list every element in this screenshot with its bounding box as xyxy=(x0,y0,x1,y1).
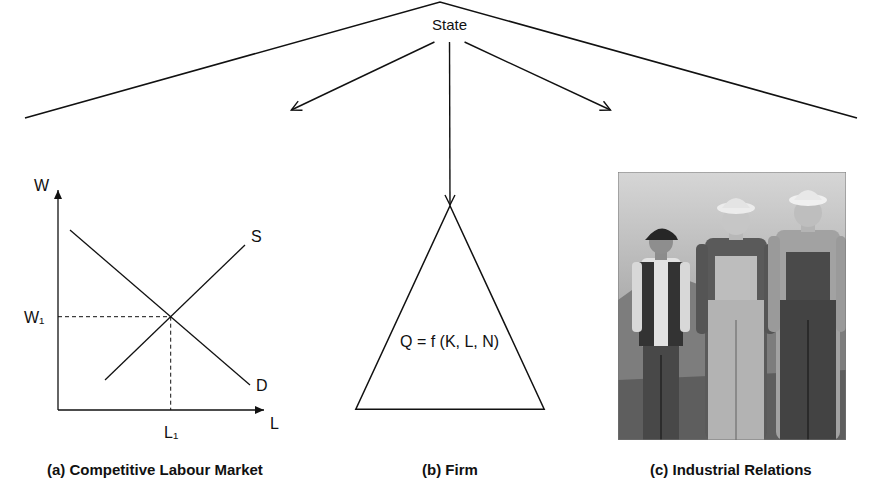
axis-label: W₁ xyxy=(24,308,45,327)
labour-guide xyxy=(170,317,171,410)
worker-figure xyxy=(768,190,846,440)
worker-figure xyxy=(768,236,780,332)
worker-figure xyxy=(645,228,678,240)
state-label: State xyxy=(432,16,467,34)
photo-frame xyxy=(618,172,846,440)
labour-market-panel: (a) Competitive Labour Market xyxy=(10,110,300,488)
panel-caption: (c) Industrial Relations xyxy=(650,461,812,479)
worker-figure xyxy=(696,198,776,440)
worker-figure xyxy=(786,252,830,304)
worker-figure xyxy=(836,236,846,332)
photo-ground xyxy=(618,172,846,440)
axis-label: S xyxy=(251,227,262,246)
worker-figure xyxy=(632,262,642,332)
firm-triangle: Q = f (K, L, N)(b) Firm xyxy=(355,205,545,410)
labour-axis xyxy=(58,409,264,410)
industrial-relations-panel: (c) Industrial Relations xyxy=(600,110,862,488)
panel-caption: (a) Competitive Labour Market xyxy=(47,461,263,479)
worker-figure xyxy=(780,300,836,440)
panel-caption: (b) Firm xyxy=(422,461,478,479)
worker-figure xyxy=(696,244,708,334)
demand-curve xyxy=(70,230,250,385)
influence-arrow xyxy=(449,42,451,205)
state-roof: State xyxy=(428,12,471,38)
influence-arrow xyxy=(291,42,434,110)
worker-figure xyxy=(680,262,690,332)
worker-figure xyxy=(735,320,737,440)
formula-text: Q = f (K, L, N) xyxy=(400,332,499,351)
worker-figure xyxy=(705,238,767,440)
supply-demand-chart xyxy=(58,190,264,410)
axis-label: L₁ xyxy=(164,423,178,442)
worker-figure xyxy=(708,300,764,440)
triangle-outline xyxy=(356,206,544,409)
worker-figure xyxy=(643,346,679,440)
worker-figure xyxy=(722,198,750,208)
worker-figure xyxy=(794,190,822,200)
worker-figure xyxy=(776,230,840,440)
wage-axis xyxy=(57,190,58,410)
workers-photo xyxy=(618,172,846,440)
axis-label: L xyxy=(270,414,279,433)
roof-outline xyxy=(25,2,857,118)
worker-figure xyxy=(660,355,662,440)
supply-curve xyxy=(105,245,245,380)
triangle-outline xyxy=(355,205,545,410)
worker-figure xyxy=(715,256,757,306)
worker-figure xyxy=(632,228,690,440)
axis-label: D xyxy=(256,376,268,395)
wage-guide xyxy=(58,316,171,317)
influence-arrow xyxy=(465,42,611,110)
worker-figure xyxy=(807,320,809,440)
axis-label: W xyxy=(34,176,49,195)
